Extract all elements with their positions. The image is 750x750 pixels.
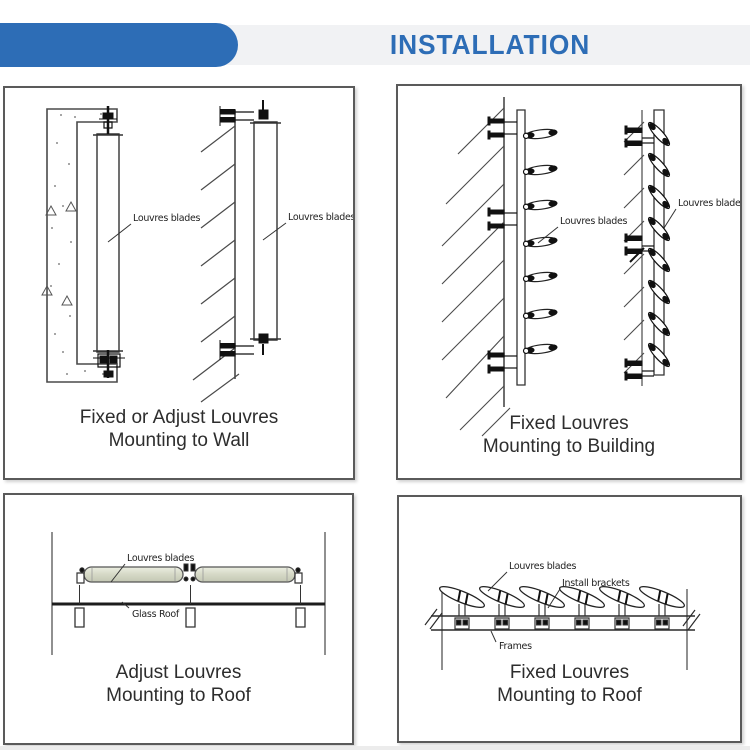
louvre-blade	[558, 583, 607, 611]
pill-end-brackets	[77, 564, 302, 583]
label-install-brackets: Install brackets	[548, 578, 630, 608]
svg-text:Louvres blades: Louvres blades	[288, 212, 353, 223]
aggregate-triangles	[42, 202, 76, 305]
building-mounting-diagram: Louvres blades Louvres blades	[398, 86, 740, 478]
label-louvres-right: Louvres blades	[263, 212, 353, 240]
bottom-bracket-left	[93, 350, 125, 378]
label-louvres: Louvres blades	[488, 561, 577, 591]
scan-edge-strip	[0, 746, 750, 750]
louvre-blade	[523, 308, 558, 320]
svg-text:Louvres blades: Louvres blades	[560, 216, 628, 227]
louvre-blade	[478, 583, 527, 611]
louvre-blade	[523, 128, 558, 140]
panel-caption: Fixed or Adjust Louvres Mounting to Wall	[5, 406, 353, 452]
panel-building-mounting: Louvres blades Louvres blades Fixed Louv…	[396, 84, 742, 480]
panel-roof-fixed-mounting: Louvres blades Install brackets Frames F…	[397, 495, 742, 743]
wall-brackets-left	[488, 117, 517, 373]
louvre-blade	[523, 343, 558, 355]
louvre-blade	[646, 246, 672, 274]
caption-line2: Mounting to Wall	[108, 430, 250, 451]
adjust-louvre-pills	[84, 567, 295, 582]
panel-caption: Adjust Louvres Mounting to Roof	[5, 661, 352, 707]
roof-posts	[75, 585, 305, 627]
bottom-bracket-right	[220, 334, 268, 360]
louvre-blade	[646, 341, 672, 369]
caption-line1: Fixed Louvres	[509, 413, 629, 434]
svg-text:Glass Roof: Glass Roof	[132, 609, 180, 620]
svg-text:Louvres blades: Louvres blades	[678, 198, 740, 209]
label-frames: Frames	[491, 631, 532, 652]
blade-posts	[459, 604, 665, 616]
wall-brackets-right	[625, 126, 654, 380]
louvre-blade	[598, 583, 647, 611]
louvre-blade	[646, 215, 672, 243]
wall-mounting-diagram: Louvres blades Louvres blades	[5, 88, 353, 478]
louvre-blade	[646, 151, 672, 179]
louvre-blade	[646, 120, 672, 148]
panel-roof-adjust-mounting: Louvres blades Glass Roof Adjust Louvres…	[3, 493, 354, 745]
louvre-blade	[523, 199, 558, 211]
svg-text:Install brackets: Install brackets	[562, 578, 630, 589]
label-louvres-right: Louvres blades	[664, 198, 740, 228]
louvre-blade	[518, 583, 567, 611]
svg-text:Louvres blades: Louvres blades	[127, 553, 195, 564]
side-reference-lines	[52, 532, 325, 655]
label-louvres: Louvres blades	[111, 553, 195, 582]
louvre-blade	[438, 583, 487, 611]
break-marks	[425, 609, 700, 630]
louvre-blade	[523, 236, 558, 248]
frame-lines	[431, 616, 695, 630]
page-title: INSTALLATION	[389, 29, 591, 60]
louvre-blade	[638, 583, 687, 611]
top-bracket-left	[99, 106, 117, 134]
caption-line1: Fixed Louvres	[509, 662, 630, 683]
panel-caption: Fixed Louvres Mounting to Roof	[399, 661, 740, 707]
louvre-blade-right	[250, 122, 281, 340]
svg-text:Frames: Frames	[499, 641, 532, 652]
label-glass-roof: Glass Roof	[122, 602, 180, 620]
louvre-blade	[523, 164, 558, 176]
louvre-blade	[523, 271, 558, 283]
install-bracket-boxes	[455, 618, 669, 629]
label-louvres-left: Louvres blades	[108, 213, 201, 242]
fixed-louvre-blades	[438, 583, 687, 611]
louvre-blade	[646, 278, 672, 306]
wall-section	[47, 109, 117, 382]
wall-hatch-lines	[193, 110, 239, 402]
top-bracket-right	[220, 100, 268, 126]
louvre-blade	[646, 183, 672, 211]
louvre-pill	[84, 567, 183, 582]
louvre-blades-column-right	[646, 120, 672, 369]
louvre-blade	[646, 310, 672, 338]
header-accent-capsule	[0, 23, 238, 67]
roof-adjust-diagram: Louvres blades Glass Roof	[5, 495, 352, 743]
caption-line2: Mounting to Building	[482, 436, 656, 457]
caption-line2: Mounting to Roof	[106, 685, 251, 706]
panel-wall-mounting: Louvres blades Louvres blades Fixed or A…	[3, 86, 355, 480]
caption-line2: Mounting to Roof	[497, 685, 642, 706]
panel-caption: Fixed Louvres Mounting to Building	[398, 412, 740, 458]
mullion-left	[517, 110, 525, 385]
louvre-blade-left	[93, 134, 123, 352]
louvre-blades-column-left	[523, 128, 558, 355]
roof-fixed-diagram: Louvres blades Install brackets Frames	[399, 561, 740, 741]
louvre-pill	[195, 567, 295, 582]
building-wall-hatch	[442, 97, 510, 436]
svg-text:Louvres blades: Louvres blades	[509, 561, 577, 572]
mullion-right	[654, 110, 664, 375]
label-louvres-left: Louvres blades	[538, 216, 628, 243]
caption-line1: Adjust Louvres	[115, 662, 242, 683]
svg-text:Louvres blades: Louvres blades	[133, 213, 201, 224]
caption-line1: Fixed or Adjust Louvres	[79, 407, 279, 428]
